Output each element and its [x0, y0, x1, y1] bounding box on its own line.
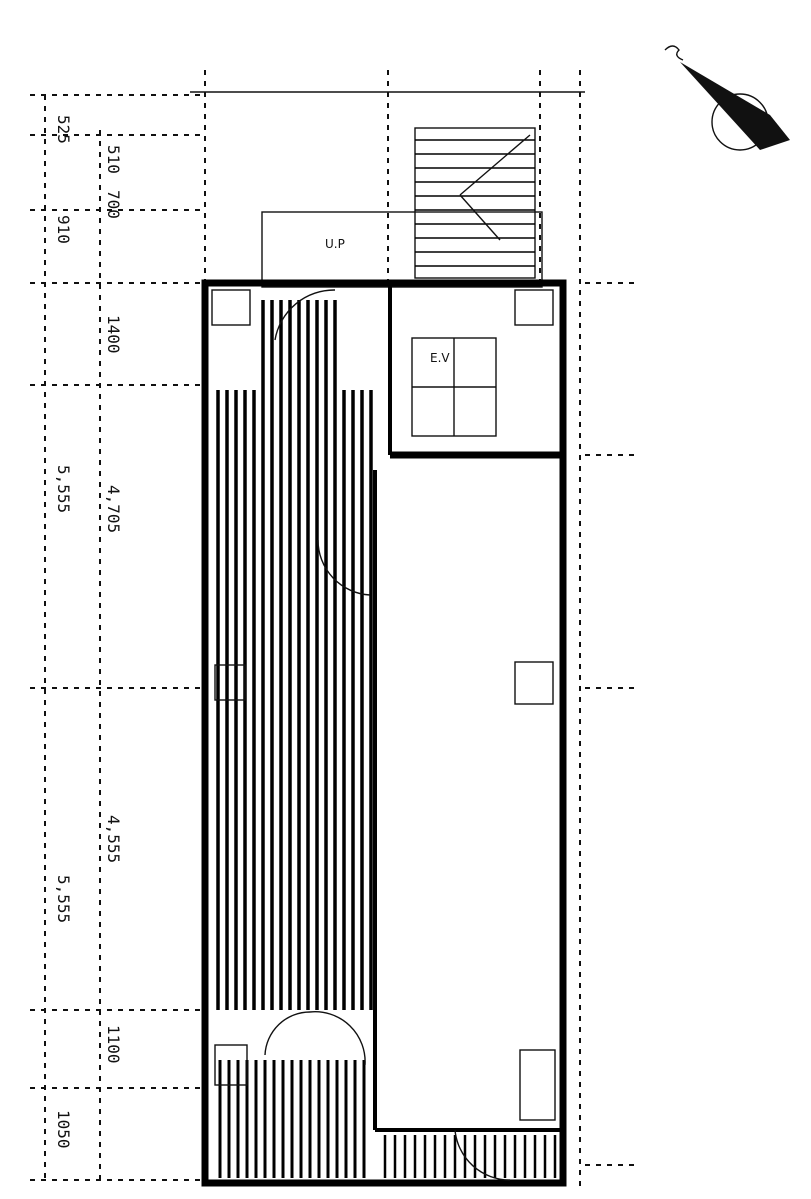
inner-dimension-labels: 510 700 1400 4,705 4,555 1100 — [104, 145, 123, 1064]
dim-inner-3: 1400 — [104, 315, 123, 354]
elevator: E.V — [411, 337, 497, 437]
dim-outer-5: 1050 — [54, 1110, 73, 1149]
dim-inner-2: 700 — [104, 190, 123, 219]
dimension-lines — [30, 70, 640, 1190]
dim-outer-2: 910 — [54, 215, 73, 244]
building-walls — [201, 279, 567, 1187]
corridor-hatching — [216, 300, 373, 1010]
dim-inner-1: 510 — [104, 145, 123, 174]
dim-inner-5: 4,555 — [104, 815, 123, 863]
door-swings — [264, 289, 511, 1181]
label-up: U.P — [325, 237, 345, 251]
stair — [414, 127, 536, 279]
north-arrow-icon — [664, 45, 790, 151]
outer-dimension-labels: 525 910 5,555 5,555 1050 — [54, 115, 73, 1149]
dim-outer-3: 5,555 — [54, 465, 73, 513]
upper-entrance-area: U.P — [261, 211, 543, 288]
dim-inner-4: 4,705 — [104, 485, 123, 533]
dim-outer-4: 5,555 — [54, 875, 73, 923]
columns — [211, 289, 556, 1121]
dim-outer-1: 525 — [54, 115, 73, 144]
dim-inner-6: 1100 — [104, 1025, 123, 1064]
bottom-hatching — [218, 1060, 557, 1178]
label-ev: E.V — [430, 351, 450, 365]
